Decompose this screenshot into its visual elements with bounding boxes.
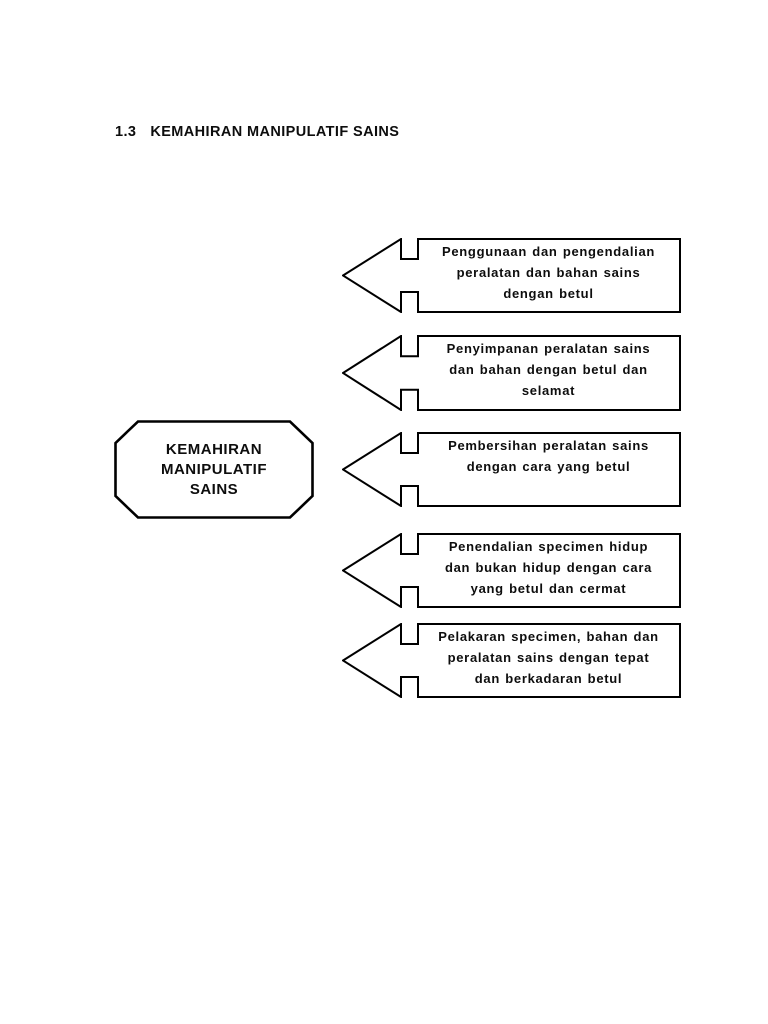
label-line: yang betul dan cermat: [470, 581, 627, 596]
flow-item-2: Penyimpanan peralatan sains dan bahan de…: [342, 335, 681, 411]
flow-item-4: Penendalian specimen hidup dan bukan hid…: [342, 533, 681, 608]
central-node-label: KEMAHIRAN MANIPULATIF SAINS: [114, 420, 314, 519]
label-line: peralatan sains dengan tepat: [447, 650, 650, 665]
octagon-shape-icon: [114, 420, 314, 519]
label-line: Penendalian specimen hidup: [448, 539, 649, 554]
label-line: Pembersihan peralatan sains: [448, 438, 649, 453]
label-line: Penyimpanan peralatan sains: [446, 341, 651, 356]
central-node-line: SAINS: [189, 480, 239, 498]
label-line: peralatan dan bahan sains: [456, 265, 641, 280]
flow-item-3-label: Pembersihan peralatan sains dengan cara …: [418, 435, 679, 477]
left-arrow-callout-icon: [342, 335, 681, 411]
flow-item-1: Penggunaan dan pengendalian peralatan da…: [342, 238, 681, 313]
label-line: dengan cara yang betul: [466, 459, 631, 474]
flow-item-5-label: Pelakaran specimen, bahan dan peralatan …: [418, 626, 679, 689]
left-arrow-callout-icon: [342, 533, 681, 608]
label-line: selamat: [521, 383, 576, 398]
label-line: dan berkadaran betul: [474, 671, 623, 686]
flow-item-3: Pembersihan peralatan sains dengan cara …: [342, 432, 681, 507]
label-line: dengan betul: [503, 286, 594, 301]
flow-item-1-label: Penggunaan dan pengendalian peralatan da…: [418, 241, 679, 304]
flow-item-4-label: Penendalian specimen hidup dan bukan hid…: [418, 536, 679, 599]
label-line: dan bukan hidup dengan cara: [444, 560, 653, 575]
flow-item-5: Pelakaran specimen, bahan dan peralatan …: [342, 623, 681, 698]
section-title: KEMAHIRAN MANIPULATIF SAINS: [150, 124, 400, 140]
flow-item-2-label: Penyimpanan peralatan sains dan bahan de…: [418, 338, 679, 401]
label-line: Pelakaran specimen, bahan dan: [438, 629, 659, 644]
left-arrow-callout-icon: [342, 623, 681, 698]
section-heading: 1.3 KEMAHIRAN MANIPULATIF SAINS: [115, 124, 399, 140]
left-arrow-callout-icon: [342, 238, 681, 313]
central-node: KEMAHIRAN MANIPULATIF SAINS: [114, 420, 314, 519]
section-number: 1.3: [115, 124, 137, 140]
central-node-line: MANIPULATIF: [160, 460, 268, 478]
label-line: Penggunaan dan pengendalian: [441, 244, 656, 259]
label-line: dan bahan dengan betul dan: [449, 362, 648, 377]
left-arrow-callout-icon: [342, 432, 681, 507]
central-node-line: KEMAHIRAN: [165, 440, 263, 458]
